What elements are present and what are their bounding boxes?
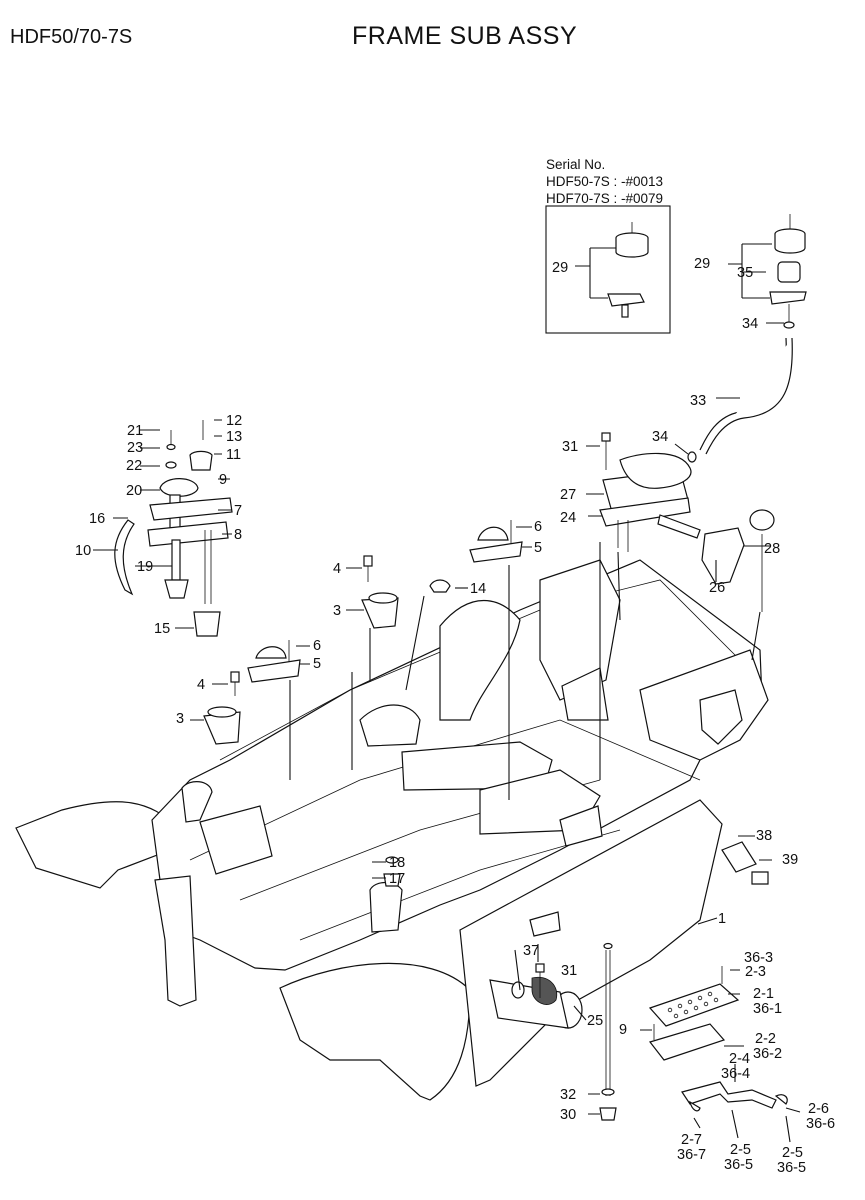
callout-36-4: 36-4 (721, 1066, 750, 1082)
callout-31a: 31 (562, 439, 578, 455)
callout-38: 38 (756, 828, 772, 844)
callout-33: 33 (690, 393, 706, 409)
callout-15: 15 (154, 621, 170, 637)
callout-34b: 34 (742, 316, 758, 332)
callout-36-3: 36-3 (744, 950, 773, 966)
callout-36-5a: 36-5 (724, 1157, 753, 1173)
callout-36-5b: 36-5 (777, 1160, 806, 1176)
callout-2-3: 2-3 (745, 964, 766, 980)
callout-2-6: 2-6 (808, 1101, 829, 1117)
callout-37: 37 (523, 943, 539, 959)
callout-7: 7 (234, 503, 242, 519)
page-title: FRAME SUB ASSY (352, 22, 578, 50)
callout-28: 28 (764, 541, 780, 557)
step-plate-holes (667, 991, 719, 1019)
callout-24: 24 (560, 510, 576, 526)
callout-12: 12 (226, 413, 242, 429)
callout-34a: 34 (652, 429, 668, 445)
callout-36-1: 36-1 (753, 1001, 782, 1017)
callout-4b: 4 (197, 677, 205, 693)
callout-21: 21 (127, 423, 143, 439)
callout-22: 22 (126, 458, 142, 474)
serial-line-1: HDF50-7S : -#0013 (546, 174, 663, 189)
callout-2-5b: 2-5 (782, 1145, 803, 1161)
callout-5a: 5 (534, 540, 542, 556)
serial-box-frame (545, 205, 671, 334)
callout-2-2: 2-2 (755, 1031, 776, 1047)
callout-17: 17 (389, 871, 405, 887)
serial-box-ref: 29 (552, 260, 568, 276)
callout-39: 39 (782, 852, 798, 868)
callout-labels: 1 2-1 2-2 2-3 2-4 2-5 2-5 2-6 2-7 3 3 4 … (75, 256, 835, 1176)
callout-3b: 3 (176, 711, 184, 727)
callout-9a: 9 (219, 472, 227, 488)
callout-13: 13 (226, 429, 242, 445)
callout-2-5a: 2-5 (730, 1142, 751, 1158)
callout-3a: 3 (333, 603, 341, 619)
frame-body (15, 542, 772, 1121)
callout-32: 32 (560, 1087, 576, 1103)
callout-2-1: 2-1 (753, 986, 774, 1002)
callout-6a: 6 (534, 519, 542, 535)
callout-29: 29 (694, 256, 710, 272)
callout-18: 18 (389, 855, 405, 871)
step-plate-assy (640, 966, 801, 1143)
model-code: HDF50/70-7S (10, 26, 133, 48)
callout-14: 14 (470, 581, 486, 597)
callout-31b: 31 (561, 963, 577, 979)
callout-20: 20 (126, 483, 142, 499)
callout-23: 23 (127, 440, 143, 456)
callout-2-4: 2-4 (729, 1051, 750, 1067)
callout-9b: 9 (619, 1022, 627, 1038)
callout-4a: 4 (333, 561, 341, 577)
callout-16: 16 (89, 511, 105, 527)
callout-26: 26 (709, 580, 725, 596)
callout-10: 10 (75, 543, 91, 559)
callout-6b: 6 (313, 638, 321, 654)
callout-5b: 5 (313, 656, 321, 672)
callout-35: 35 (737, 265, 753, 281)
callout-36-6: 36-6 (806, 1116, 835, 1132)
engine-mount-upper-right (674, 214, 807, 463)
sender-assy-left (93, 419, 233, 637)
engine-mounts (190, 520, 532, 745)
serial-heading: Serial No. (546, 157, 605, 172)
callout-1: 1 (718, 911, 726, 927)
serial-line-2: HDF70-7S : -#0079 (546, 191, 663, 206)
callout-30: 30 (560, 1107, 576, 1123)
callout-19: 19 (137, 559, 153, 575)
callout-2-7: 2-7 (681, 1132, 702, 1148)
callout-25: 25 (587, 1013, 603, 1029)
callout-36-2: 36-2 (753, 1046, 782, 1062)
serial-inset: Serial No. HDF50-7S : -#0013 HDF70-7S : … (545, 157, 671, 334)
callout-36-7: 36-7 (677, 1147, 706, 1163)
tank-cap-assy (586, 432, 775, 612)
callout-8: 8 (234, 527, 242, 543)
callout-27: 27 (560, 487, 576, 503)
callout-11: 11 (226, 447, 241, 463)
